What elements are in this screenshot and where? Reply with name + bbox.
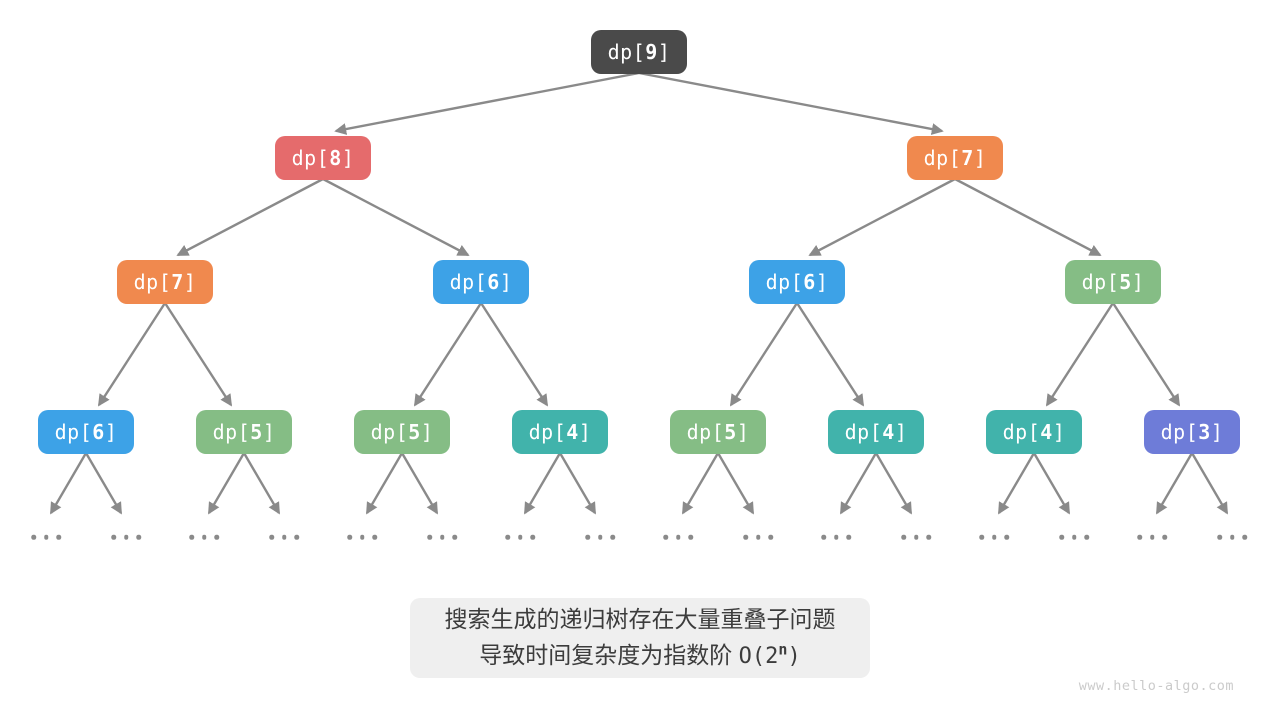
tree-edge-arrow	[97, 302, 167, 407]
tree-edge-arrow	[839, 452, 878, 515]
tree-node: dp[8]	[275, 136, 371, 180]
tree-edge-arrow	[242, 452, 281, 515]
caption-box: 搜索生成的递归树存在大量重叠子问题 导致时间复杂度为指数阶 O(2n)	[410, 598, 870, 678]
tree-edge-arrow	[163, 302, 233, 407]
tree-node: dp[9]	[591, 30, 687, 74]
ellipsis	[743, 534, 773, 540]
tree-node: dp[5]	[670, 410, 766, 454]
caption-line-1: 搜索生成的递归树存在大量重叠子问题	[444, 606, 836, 632]
tree-edge-arrow	[795, 302, 865, 407]
ellipsis	[1217, 534, 1247, 540]
tree-edge-arrow	[729, 302, 799, 407]
ellipsis	[1059, 534, 1089, 540]
tree-edge-arrow	[1190, 452, 1229, 515]
ellipsis	[979, 534, 1009, 540]
tree-edge-arrow	[207, 452, 246, 515]
tree-edge-arrow	[365, 452, 404, 515]
ellipsis	[269, 534, 299, 540]
caption-line-2: 导致时间复杂度为指数阶 O(2n)	[479, 637, 800, 675]
ellipsis	[821, 534, 851, 540]
ellipsis	[427, 534, 457, 540]
tree-node: dp[6]	[749, 260, 845, 304]
caption-exponent: n	[778, 640, 788, 659]
tree-edge-arrow	[1111, 302, 1181, 407]
tree-edge-arrow	[997, 452, 1036, 515]
tree-edge-arrow	[413, 302, 483, 407]
ellipsis	[31, 534, 61, 540]
tree-edge-arrow	[874, 452, 913, 515]
ellipsis	[901, 534, 931, 540]
tree-edge-arrow	[954, 177, 1102, 257]
caption-line2-text: 导致时间复杂度为指数阶	[479, 642, 739, 668]
caption-formula-open: O(2	[738, 644, 779, 669]
ellipsis	[663, 534, 693, 540]
tree-node: dp[3]	[1144, 410, 1240, 454]
tree-node: dp[4]	[986, 410, 1082, 454]
tree-node: dp[4]	[512, 410, 608, 454]
tree-edge-arrow	[479, 302, 549, 407]
tree-edge-arrow	[1155, 452, 1194, 515]
tree-node: dp[7]	[907, 136, 1003, 180]
ellipsis	[111, 534, 141, 540]
tree-edge-arrow	[84, 452, 123, 515]
tree-edge-arrow	[322, 177, 470, 257]
ellipsis	[1137, 534, 1167, 540]
tree-edge-arrow	[523, 452, 562, 515]
ellipsis	[189, 534, 219, 540]
tree-edge-arrow	[176, 177, 324, 257]
tree-edge-arrow	[558, 452, 597, 515]
tree-node: dp[5]	[1065, 260, 1161, 304]
ellipsis	[585, 534, 615, 540]
watermark: www.hello-algo.com	[1078, 678, 1234, 694]
ellipsis	[505, 534, 535, 540]
tree-edge-arrow	[716, 452, 755, 515]
tree-edge-arrow	[400, 452, 439, 515]
tree-edge-arrow	[1045, 302, 1115, 407]
caption-formula-close: )	[787, 644, 801, 669]
tree-node: dp[6]	[433, 260, 529, 304]
tree-node: dp[6]	[38, 410, 134, 454]
tree-edge-arrow	[49, 452, 88, 515]
tree-node: dp[5]	[354, 410, 450, 454]
tree-edge-arrow	[638, 71, 944, 135]
tree-edge-arrow	[1032, 452, 1071, 515]
tree-node: dp[5]	[196, 410, 292, 454]
tree-edge-arrow	[334, 71, 640, 135]
tree-edge-arrow	[681, 452, 720, 515]
tree-edge-arrow	[808, 177, 956, 257]
ellipsis	[347, 534, 377, 540]
tree-node: dp[7]	[117, 260, 213, 304]
tree-node: dp[4]	[828, 410, 924, 454]
